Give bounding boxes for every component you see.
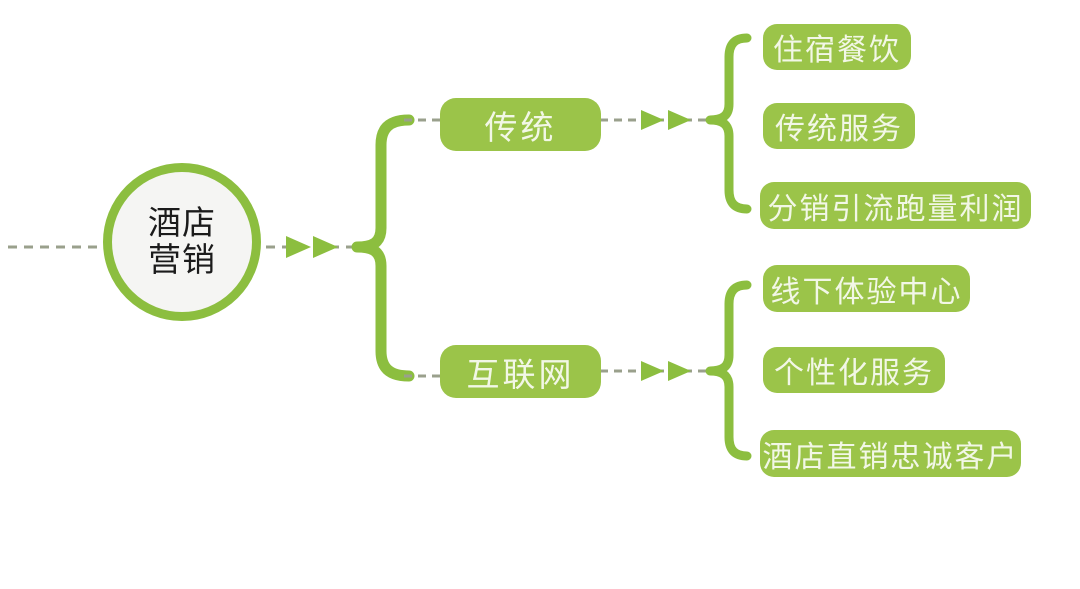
bottom-curly-brace	[705, 280, 752, 461]
internet-arrowhead-2	[668, 361, 691, 381]
traditional-arrowhead-2	[668, 110, 691, 130]
branch-node-internet[interactable]: 互联网	[440, 345, 601, 398]
branch-label-traditional: 传统	[484, 108, 557, 146]
root-label-line2: 营销	[148, 241, 216, 278]
branch-node-traditional[interactable]: 传统	[440, 98, 601, 151]
leaf-label-traditional-service: 传统服务	[775, 113, 903, 146]
leaf-node-offline-experience-center[interactable]: 线下体验中心	[763, 265, 970, 312]
leaf-label-direct-sales-loyal-customers: 酒店直销忠诚客户	[762, 440, 1019, 474]
root-arrowhead-2	[313, 236, 338, 258]
main-curly-brace	[351, 114, 415, 382]
leaf-label-lodging-dining: 住宿餐饮	[773, 34, 901, 67]
leaf-node-personalized-service[interactable]: 个性化服务	[763, 347, 945, 393]
root-arrowhead-1	[286, 236, 311, 258]
leaf-node-direct-sales-loyal-customers[interactable]: 酒店直销忠诚客户	[760, 430, 1021, 477]
root-node[interactable]: 酒店 营销	[103, 163, 261, 321]
leaf-label-distribution-volume-profit: 分销引流跑量利润	[767, 192, 1024, 226]
top-curly-brace	[705, 33, 752, 214]
leaf-label-personalized-service: 个性化服务	[774, 357, 934, 390]
traditional-arrowhead-1	[641, 110, 664, 130]
leaf-node-distribution-volume-profit[interactable]: 分销引流跑量利润	[760, 182, 1031, 229]
branch-label-internet: 互联网	[466, 355, 575, 393]
internet-arrowhead-1	[641, 361, 664, 381]
root-label-line1: 酒店	[148, 204, 216, 242]
leaf-node-lodging-dining[interactable]: 住宿餐饮	[763, 24, 911, 70]
leaf-node-traditional-service[interactable]: 传统服务	[763, 103, 915, 149]
leaf-label-offline-experience-center: 线下体验中心	[770, 275, 963, 309]
